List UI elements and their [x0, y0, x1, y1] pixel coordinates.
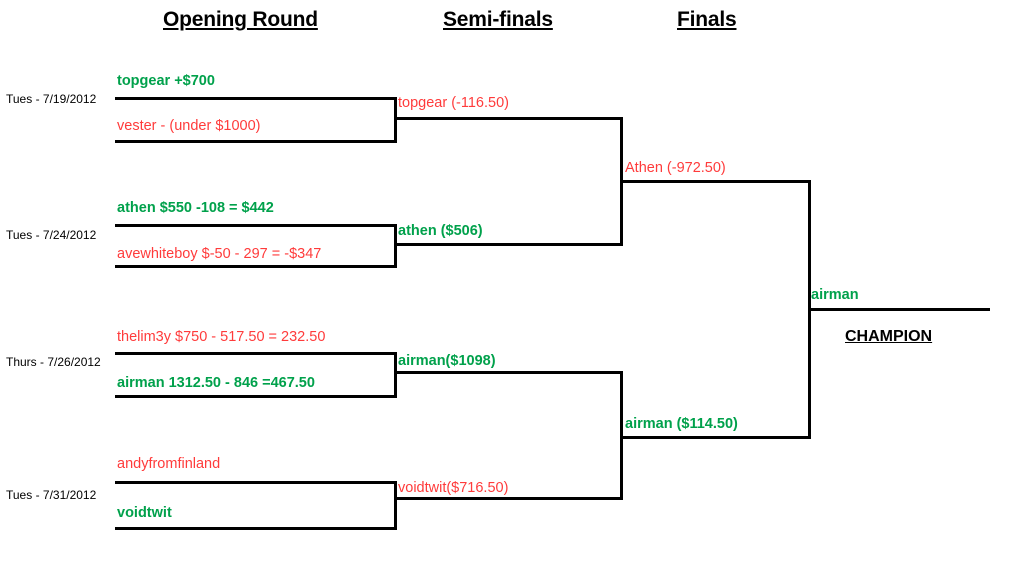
entrant-semifinal-3: airman($1098): [398, 353, 496, 369]
match-date-2: Tues - 7/24/2012: [6, 228, 97, 242]
entrant-opening-2-bottom: avewhiteboy $-50 - 297 = -$347: [117, 246, 322, 262]
bracket-line-open1-bottom: [115, 140, 395, 143]
bracket-line-open2-right: [394, 224, 397, 268]
bracket-line-open1-right: [394, 97, 397, 143]
bracket-line-semi1-right: [620, 117, 623, 246]
bracket-line-semi2-top: [395, 371, 622, 374]
entrant-opening-4-top: andyfromfinland: [117, 456, 221, 472]
bracket-line-open4-bottom: [115, 527, 395, 530]
champion-label: CHAMPION: [845, 328, 933, 345]
round-heading-finals: Finals: [677, 8, 737, 31]
entrant-semifinal-1: topgear (-116.50): [398, 95, 509, 111]
bracket-line-semi2-bottom: [395, 497, 622, 500]
bracket-line-open4-right: [394, 481, 397, 530]
match-date-4: Tues - 7/31/2012: [6, 488, 97, 502]
entrant-opening-1-bottom: vester - (under $1000): [117, 118, 261, 134]
champion-name: airman: [811, 287, 859, 303]
entrant-final-1: Athen (-972.50): [625, 160, 726, 176]
entrant-opening-4-bottom: voidtwit: [117, 505, 172, 521]
entrant-opening-1-top: topgear +$700: [117, 73, 215, 89]
entrant-semifinal-4: voidtwit($716.50): [398, 480, 509, 496]
match-date-3: Thurs - 7/26/2012: [6, 355, 101, 369]
round-heading-opening: Opening Round: [163, 8, 318, 31]
bracket-line-open3-bottom: [115, 395, 395, 398]
bracket-line-open2-bottom: [115, 265, 395, 268]
bracket-line-semi2-right: [620, 371, 623, 500]
round-heading-semifinals: Semi-finals: [443, 8, 553, 31]
entrant-opening-2-top: athen $550 -108 = $442: [117, 200, 274, 216]
entrant-opening-3-bottom: airman 1312.50 - 846 =467.50: [117, 375, 315, 391]
bracket-line-champion: [808, 308, 990, 311]
bracket-line-open3-right: [394, 352, 397, 398]
entrant-final-2: airman ($114.50): [625, 416, 738, 432]
bracket-line-final-bottom: [622, 436, 810, 439]
entrant-semifinal-2: athen ($506): [398, 223, 483, 239]
bracket-line-semi1-top: [395, 117, 622, 120]
bracket-line-open4-top: [115, 481, 395, 484]
match-date-1: Tues - 7/19/2012: [6, 92, 97, 106]
bracket-line-final-top: [622, 180, 810, 183]
entrant-opening-3-top: thelim3y $750 - 517.50 = 232.50: [117, 329, 326, 345]
bracket-line-semi1-bottom: [395, 243, 622, 246]
bracket-line-open3-top: [115, 352, 395, 355]
bracket-line-open1-top: [115, 97, 395, 100]
bracket-line-open2-top: [115, 224, 395, 227]
